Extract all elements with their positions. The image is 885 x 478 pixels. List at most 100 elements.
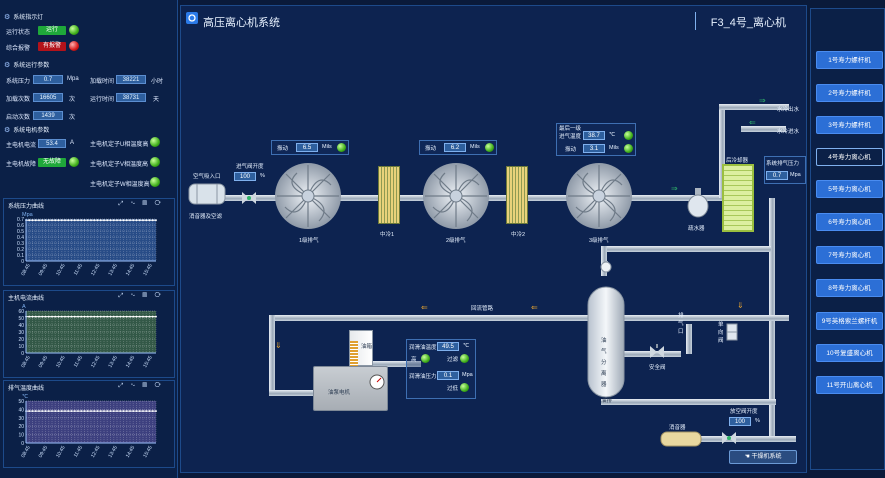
pressure-value: 0.7 (33, 75, 63, 84)
phase-w-light (150, 177, 160, 187)
x-tick-label: 15:45 (142, 355, 154, 369)
y-tick-label: 0 (21, 351, 24, 357)
data-point (99, 315, 102, 318)
check-valve-icon (726, 323, 738, 341)
stage2-vib-value: 6.2 (444, 143, 466, 152)
data-point (148, 219, 151, 222)
machine-button-4[interactable]: 4号寿力离心机 (816, 148, 883, 166)
data-point (93, 219, 96, 222)
x-tick-label: 10:45 (55, 263, 67, 277)
phase-v-label: 主电机定子V相温度高 (90, 162, 149, 168)
oil-tank-icon (349, 330, 373, 367)
sys-pressure-value: 0.7 (766, 171, 788, 180)
machine-button-3[interactable]: 3号寿力螺杆机 (816, 116, 883, 134)
pipe-top (719, 104, 789, 110)
load-time-unit: 小时 (151, 79, 164, 85)
bypass-label: 回流管路 (471, 306, 494, 312)
data-point (38, 410, 40, 412)
y-tick-label: 40 (18, 407, 24, 413)
drain-icon (687, 188, 709, 218)
machine-button-10[interactable]: 10号复盛离心机 (816, 344, 883, 362)
stage2-impeller-icon (423, 163, 489, 229)
stage1-label: 1级排气 (299, 238, 319, 244)
data-point (41, 315, 44, 318)
inlet-valve-label: 进气阀开度 (236, 164, 264, 170)
oil-pump-label: 油泵电机 (328, 390, 351, 396)
machine-button-7[interactable]: 7号寿力离心机 (816, 246, 883, 264)
stage1-vib-unit: Mils (322, 144, 332, 150)
data-point (112, 219, 115, 222)
data-point (54, 410, 57, 412)
machine-button-8[interactable]: 8号寿力离心机 (816, 279, 883, 297)
dryer-system-button[interactable]: ☚ 干燥机系统 (729, 450, 797, 464)
arrow-left-icon: ⇐ (421, 303, 428, 312)
chart-tools[interactable]: ⤢ ∿ ▤ ⟳ (118, 201, 164, 207)
data-point (64, 315, 66, 318)
safety-valve-icon[interactable] (649, 344, 665, 360)
machine-button-9[interactable]: 9号英格索兰螺杆机 (816, 312, 883, 330)
stage2-vib-unit: Mils (470, 144, 480, 150)
data-point (57, 219, 60, 222)
y-tick-label: 0.7 (17, 217, 24, 223)
chart-tools[interactable]: ⤢ ∿ ▤ ⟳ (118, 383, 164, 389)
machine-button-2[interactable]: 2号寿力螺杆机 (816, 84, 883, 102)
oil-filter2-light (460, 383, 469, 392)
arrow-down-icon: ⇓ (737, 301, 744, 310)
machine-button-11[interactable]: 11号开山离心机 (816, 376, 883, 394)
machine-button-5[interactable]: 5号寿力离心机 (816, 180, 883, 198)
pipe-to-tank (269, 390, 319, 396)
machine-button-1[interactable]: 1号寿力螺杆机 (816, 51, 883, 69)
x-tick-label: 08:45 (20, 355, 32, 369)
stage3-temp-light (624, 131, 633, 140)
x-tick-label: 08:45 (20, 445, 32, 459)
phase-w-label: 主电机定子W相温度高 (90, 182, 150, 188)
data-point (138, 219, 141, 222)
data-point (60, 219, 63, 222)
start-count-label: 启动次数 (6, 115, 31, 121)
chart-tools[interactable]: ⤢ ∿ ▤ ⟳ (118, 293, 164, 299)
plot-area (26, 401, 156, 443)
data-point (145, 315, 148, 318)
inlet-valve-unit: % (260, 173, 265, 179)
data-point (77, 410, 79, 412)
cooler1-label: 中冷1 (380, 232, 395, 238)
stage3-vib-value: 3.1 (583, 144, 605, 153)
stage3-vib-label: 振动 (565, 147, 577, 153)
data-point (38, 315, 40, 318)
data-point (31, 315, 34, 318)
data-point (54, 219, 57, 222)
plot-area (26, 219, 156, 261)
data-point (47, 315, 50, 318)
load-time-value: 38221 (116, 75, 146, 84)
oil-tank-label: 油箱 (361, 344, 373, 350)
data-point (148, 410, 151, 412)
y-tick-label: 10 (18, 344, 24, 350)
machine-button-6[interactable]: 6号寿力离心机 (816, 213, 883, 231)
oil-drain-label: 油排 (601, 398, 613, 404)
data-point (80, 219, 83, 222)
data-point (28, 410, 31, 412)
title-divider (695, 12, 696, 30)
pipe-vertical (719, 106, 725, 198)
data-point (80, 315, 83, 318)
exhaust-label: 排气口 (678, 313, 684, 335)
load-count-value: 16605 (33, 93, 63, 102)
x-tick-label: 14:45 (125, 445, 137, 459)
inlet-valve-icon[interactable] (241, 190, 257, 206)
vent-valve-icon[interactable] (721, 430, 737, 446)
y-tick-label: 0.4 (17, 235, 24, 241)
y-tick-label: 30 (18, 416, 24, 422)
stage2-vib-light (485, 143, 494, 152)
data-point (122, 410, 125, 412)
data-point (132, 219, 135, 222)
filter-icon (188, 183, 226, 205)
data-point (99, 219, 102, 222)
stage2-label: 2级排气 (446, 238, 466, 244)
x-tick-label: 10:45 (55, 355, 67, 369)
pipe-water (741, 126, 786, 132)
data-point (77, 315, 79, 318)
after-cooler-label: 后冷却器 (726, 158, 749, 164)
data-point (83, 219, 86, 222)
data-point (138, 315, 141, 318)
